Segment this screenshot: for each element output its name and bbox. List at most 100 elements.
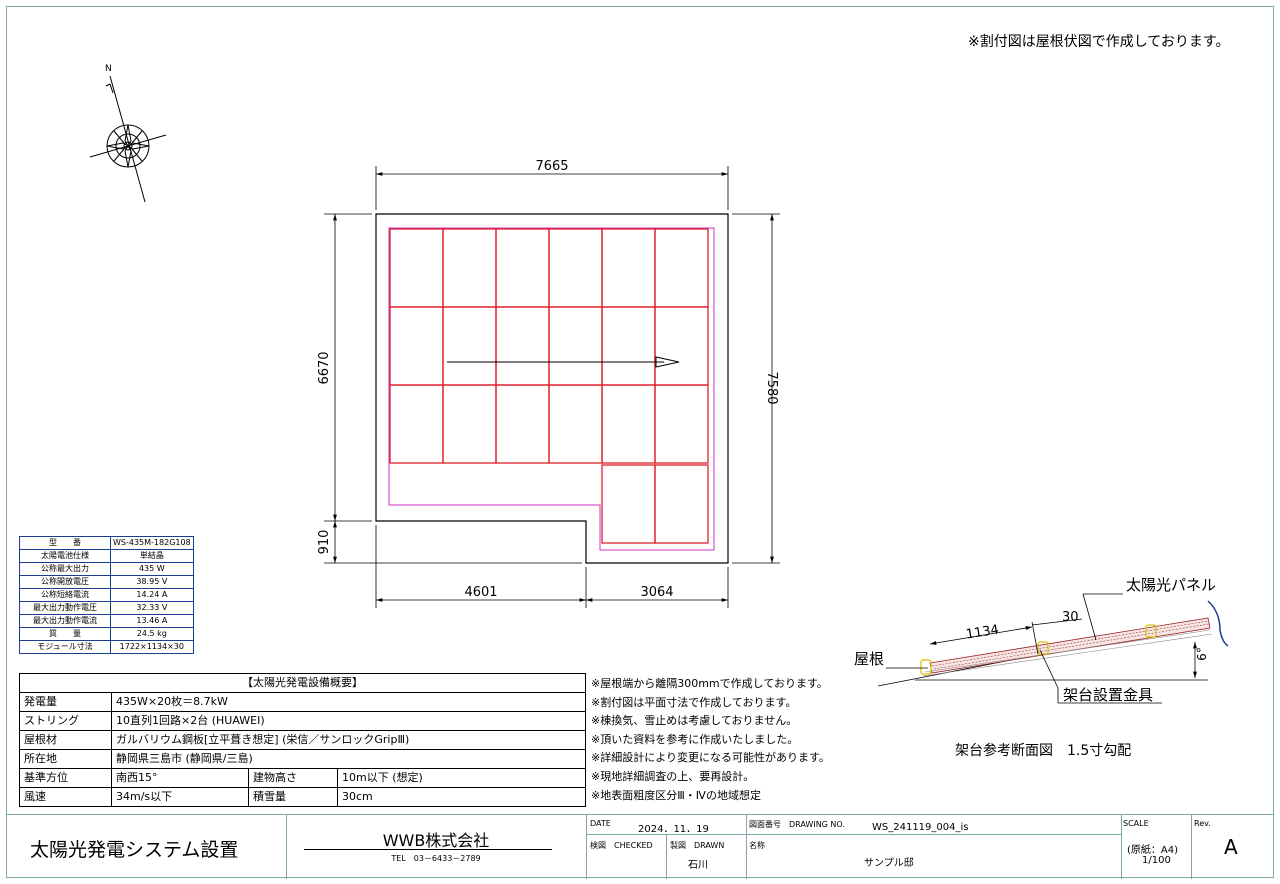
generation-value: 435W×20枚＝8.7kW (111, 692, 586, 712)
dim-top-width: 7665 (535, 159, 568, 174)
solar-panel (495, 228, 550, 308)
module-spec-value: WS-435M-182G108 (110, 536, 194, 550)
module-spec-label: モジュール寸法 (19, 640, 111, 654)
wind-value: 34m/s以下 (111, 787, 249, 807)
name-label: 名称 (749, 841, 765, 850)
solar-panel (389, 384, 444, 464)
note-item: ※頂いた資料を参考に作成いたしました。 (591, 732, 799, 746)
section-diagram (877, 593, 1229, 704)
module-spec-label: 太陽電池仕様 (19, 549, 111, 563)
company-name: WWB株式会社 (382, 831, 490, 850)
section-title: 架台参考断面図 1.5寸勾配 (955, 743, 1132, 759)
solar-panel (548, 384, 603, 464)
checked-label: 検図 CHECKED (590, 841, 653, 850)
module-spec-label: 型 番 (19, 536, 111, 550)
compass-north-label: N (105, 64, 112, 74)
solar-panel (601, 306, 656, 386)
section-bracket-label: 架台設置金具 (1063, 686, 1153, 704)
drawing-no-label: 図面番号 DRAWING NO. (749, 820, 845, 829)
module-spec-row: 太陽電池仕様単結晶 (19, 549, 194, 563)
drawing-no-value: WS_241119_004_is (872, 822, 969, 833)
section-dim-1134: 1134 (965, 623, 1000, 643)
orientation-label: 基準方位 (19, 768, 112, 788)
solar-panel (654, 228, 709, 308)
name-value: サンプル邸 (864, 858, 914, 869)
drawn-by: 石川 (688, 860, 708, 871)
module-spec-label: 公称開放電圧 (19, 575, 111, 589)
module-spec-value: 38.95 V (110, 575, 194, 589)
dim-right-height: 7580 (764, 371, 779, 404)
scale-label: SCALE (1123, 819, 1149, 828)
module-spec-value: 14.24 A (110, 588, 194, 602)
compass-icon (89, 75, 167, 203)
header-note: ※割付図は屋根伏図で作成しております。 (968, 34, 1230, 50)
slope-arrow-head (655, 356, 680, 368)
module-spec-label: 公称短絡電流 (19, 588, 111, 602)
solar-panel (601, 228, 656, 308)
panel-grid (389, 228, 709, 544)
solar-panel (654, 384, 709, 464)
solar-panel (389, 228, 444, 308)
solar-panel (442, 384, 497, 464)
solar-panel (442, 228, 497, 308)
note-item: ※現地詳細調査の上、要再設計。 (591, 769, 755, 783)
generation-label: 発電量 (19, 692, 112, 712)
module-spec-label: 最大出力動作電圧 (19, 601, 111, 615)
drawn-label: 製図 DRAWN (670, 841, 725, 850)
roof-label: 屋根材 (19, 730, 112, 750)
date-label: DATE (590, 819, 611, 828)
solar-panel (601, 464, 656, 544)
solar-panel (495, 306, 550, 386)
rev-label: Rev. (1194, 819, 1211, 828)
snow-value: 30cm (337, 787, 586, 807)
note-item: ※詳細設計により変更になる可能性があります。 (591, 751, 830, 765)
dimension-lines (324, 166, 780, 608)
string-value: 10直列1回路×2台 (HUAWEI) (111, 711, 586, 731)
notes-list: ※屋根端から離隔300mmで作成しております。 ※割付図は平面寸法で作成しており… (591, 675, 830, 805)
rev-value: A (1224, 835, 1238, 859)
solar-panel (389, 306, 444, 386)
drawing-frame (6, 6, 1274, 878)
solar-panel (442, 306, 497, 386)
height-label: 建物高さ (248, 768, 338, 788)
section-angle: 6° (1195, 647, 1209, 661)
string-label: ストリング (19, 711, 112, 731)
orientation-value: 南西15° (111, 768, 249, 788)
location-value: 静岡県三島市 (静岡県/三島) (111, 749, 586, 769)
height-value: 10m以下 (想定) (337, 768, 586, 788)
section-panel-label: 太陽光パネル (1126, 576, 1216, 594)
section-roof-label: 屋根 (854, 650, 884, 668)
note-item: ※棟換気、雪止めは考慮しておりません。 (591, 714, 798, 728)
note-item: ※割付図は平面寸法で作成しております。 (591, 695, 797, 709)
module-spec-value: 1722×1134×30 (110, 640, 194, 654)
section-dim-30: 30 (1062, 610, 1079, 625)
offset-line (388, 227, 715, 551)
dim-left-height: 6670 (317, 351, 332, 384)
snow-label: 積雪量 (248, 787, 338, 807)
roof-value: ガルバリウム鋼板[立平葺き想定] (栄信／サンロックGripⅢ) (111, 730, 586, 750)
module-spec-value: 24.5 kg (110, 627, 194, 641)
solar-panel (654, 464, 709, 544)
solar-panel (654, 306, 709, 386)
project-title: 太陽光発電システム設置 (30, 839, 239, 861)
module-spec-value: 13.46 A (110, 614, 194, 628)
solar-panel (601, 384, 656, 464)
module-spec-label: 質 量 (19, 627, 111, 641)
solar-panel (495, 384, 550, 464)
dim-left-notch: 910 (317, 530, 332, 555)
wind-label: 風速 (19, 787, 112, 807)
paper-size: (原紙：A4) (1127, 845, 1179, 856)
company-tel: TEL 03－6433－2789 (391, 854, 481, 863)
title-block: 太陽光発電システム設置 WWB株式会社 TEL 03－6433－2789 DAT… (6, 814, 1274, 879)
scale-value: 1/100 (1142, 855, 1171, 866)
module-spec-label: 最大出力動作電流 (19, 614, 111, 628)
